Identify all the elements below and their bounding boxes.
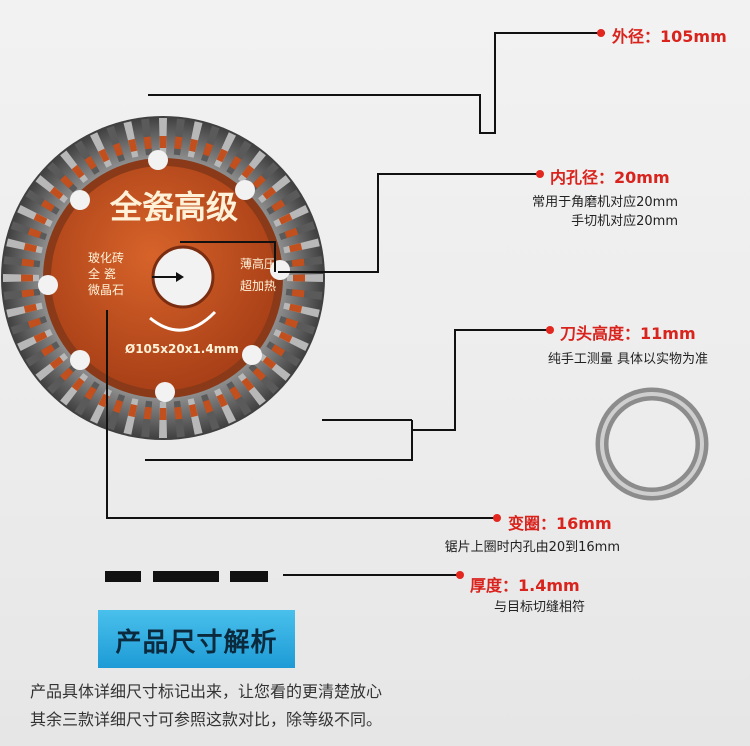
reducer-ring-label: 变圈：16mm [508, 514, 612, 533]
blade-segment-accent [291, 258, 305, 267]
inner-hole-note-2: 手切机对应20mm [571, 214, 678, 229]
blade-segment-accent [128, 138, 138, 152]
blade-segment-accent [159, 408, 167, 420]
inner-hole-label: 内孔径：20mm [550, 168, 670, 187]
section-banner: 产品尺寸解析 [98, 610, 295, 668]
blade-segment-accent [143, 406, 152, 420]
blade-left-text-2: 全 瓷 [88, 266, 116, 281]
blade-left-text-1: 玻化砖 [88, 250, 124, 265]
blade-segment-accent [284, 317, 299, 329]
blade-segment-accent [33, 213, 48, 225]
blade-segment-accent [188, 404, 198, 418]
blade-segment-accent [252, 175, 266, 189]
blade-left-text-3: 微晶石 [88, 283, 124, 297]
blade-segment-accent [202, 142, 214, 157]
blade-segment-accent [262, 186, 277, 200]
blade-segment-accent [271, 199, 286, 212]
blade-segment-accent [202, 399, 214, 414]
blade-segment-accent [27, 227, 42, 239]
blade-segment-accent [241, 377, 255, 392]
blade-segment-accent [289, 243, 303, 253]
thickness-dash-3 [230, 571, 268, 582]
inner-hole-note-1: 常用于角磨机对应20mm [532, 195, 678, 210]
blade-segment-accent [143, 136, 152, 150]
banner-title: 产品尺寸解析 [115, 628, 278, 658]
reducer-ring-note: 锯片上圈时内孔由20到16mm [444, 540, 620, 555]
blade-segment-accent [49, 186, 64, 200]
blade-segment-accent [271, 344, 286, 357]
marker-ring [493, 514, 501, 522]
blade-segment-accent [174, 136, 183, 150]
marker-height [546, 326, 554, 334]
blade-segment-accent [112, 142, 124, 157]
blade-segment-accent [159, 136, 167, 148]
thickness-dash-2 [153, 571, 219, 582]
blade-segment-accent [262, 356, 277, 370]
description-line-1: 产品具体详细尺寸标记出来，让您看的更清楚放心 [30, 682, 383, 701]
blade-segment-accent [174, 406, 183, 420]
blade-right-text-2: 超加热 [240, 278, 276, 293]
blade-segment-accent [278, 213, 293, 225]
blade-segment-accent [33, 331, 48, 343]
blade-segment-accent [289, 303, 303, 313]
blade-segment-accent [98, 148, 110, 163]
blade-segment-accent [60, 175, 74, 189]
blade-segment-accent [241, 164, 255, 179]
blade-segment-accent [84, 155, 97, 170]
leader-lines [106, 32, 605, 576]
outer-diameter-label: 外径：105mm [612, 27, 727, 46]
blade-size-text: Ø105x20x1.4mm [125, 342, 239, 356]
blade-height-label: 刀头高度：11mm [560, 324, 696, 343]
blade-segment-accent [188, 138, 198, 152]
blade-segment-accent [229, 155, 242, 170]
blade-segment-accent [293, 274, 305, 282]
thickness-note: 与目标切缝相符 [493, 600, 585, 615]
blade-height-note: 纯手工测量 具体以实物为准 [547, 352, 708, 367]
blade-right-text-1: 薄高压 [240, 256, 276, 271]
blade-segment-accent [23, 243, 37, 253]
description-line-2: 其余三款详细尺寸可参照这款对比，除等级不同。 [30, 710, 383, 729]
blade-segment-accent [40, 199, 55, 212]
blade-segment-accent [21, 274, 33, 282]
blade-segment-accent [216, 393, 228, 408]
blade-title: 全瓷高级 [109, 188, 238, 226]
blade-segment-accent [278, 331, 293, 343]
blade-segment-accent [229, 386, 242, 401]
blade-segment-accent [284, 227, 299, 239]
thickness-dash-1 [105, 571, 141, 582]
blade-segment-accent [21, 289, 35, 298]
blade-segment-accent [60, 367, 74, 381]
blade-segment-accent [71, 377, 85, 392]
thickness-label: 厚度：1.4mm [470, 576, 580, 595]
blade-segment-accent [291, 289, 305, 298]
blade-segment-accent [112, 399, 124, 414]
blade-segment-accent [71, 164, 85, 179]
blade-segment-accent [49, 356, 64, 370]
blade-segment-accent [27, 317, 42, 329]
blade-segment-accent [23, 303, 37, 313]
marker-inner [536, 170, 544, 178]
marker-thickness [456, 571, 464, 579]
blade-segment-accent [216, 148, 228, 163]
marker-outer [597, 29, 605, 37]
blade-segment-accent [40, 344, 55, 357]
blade-segment-accent [252, 367, 266, 381]
blade-segment-accent [84, 386, 97, 401]
blade-segment-accent [128, 404, 138, 418]
blade-segment-accent [21, 258, 35, 267]
